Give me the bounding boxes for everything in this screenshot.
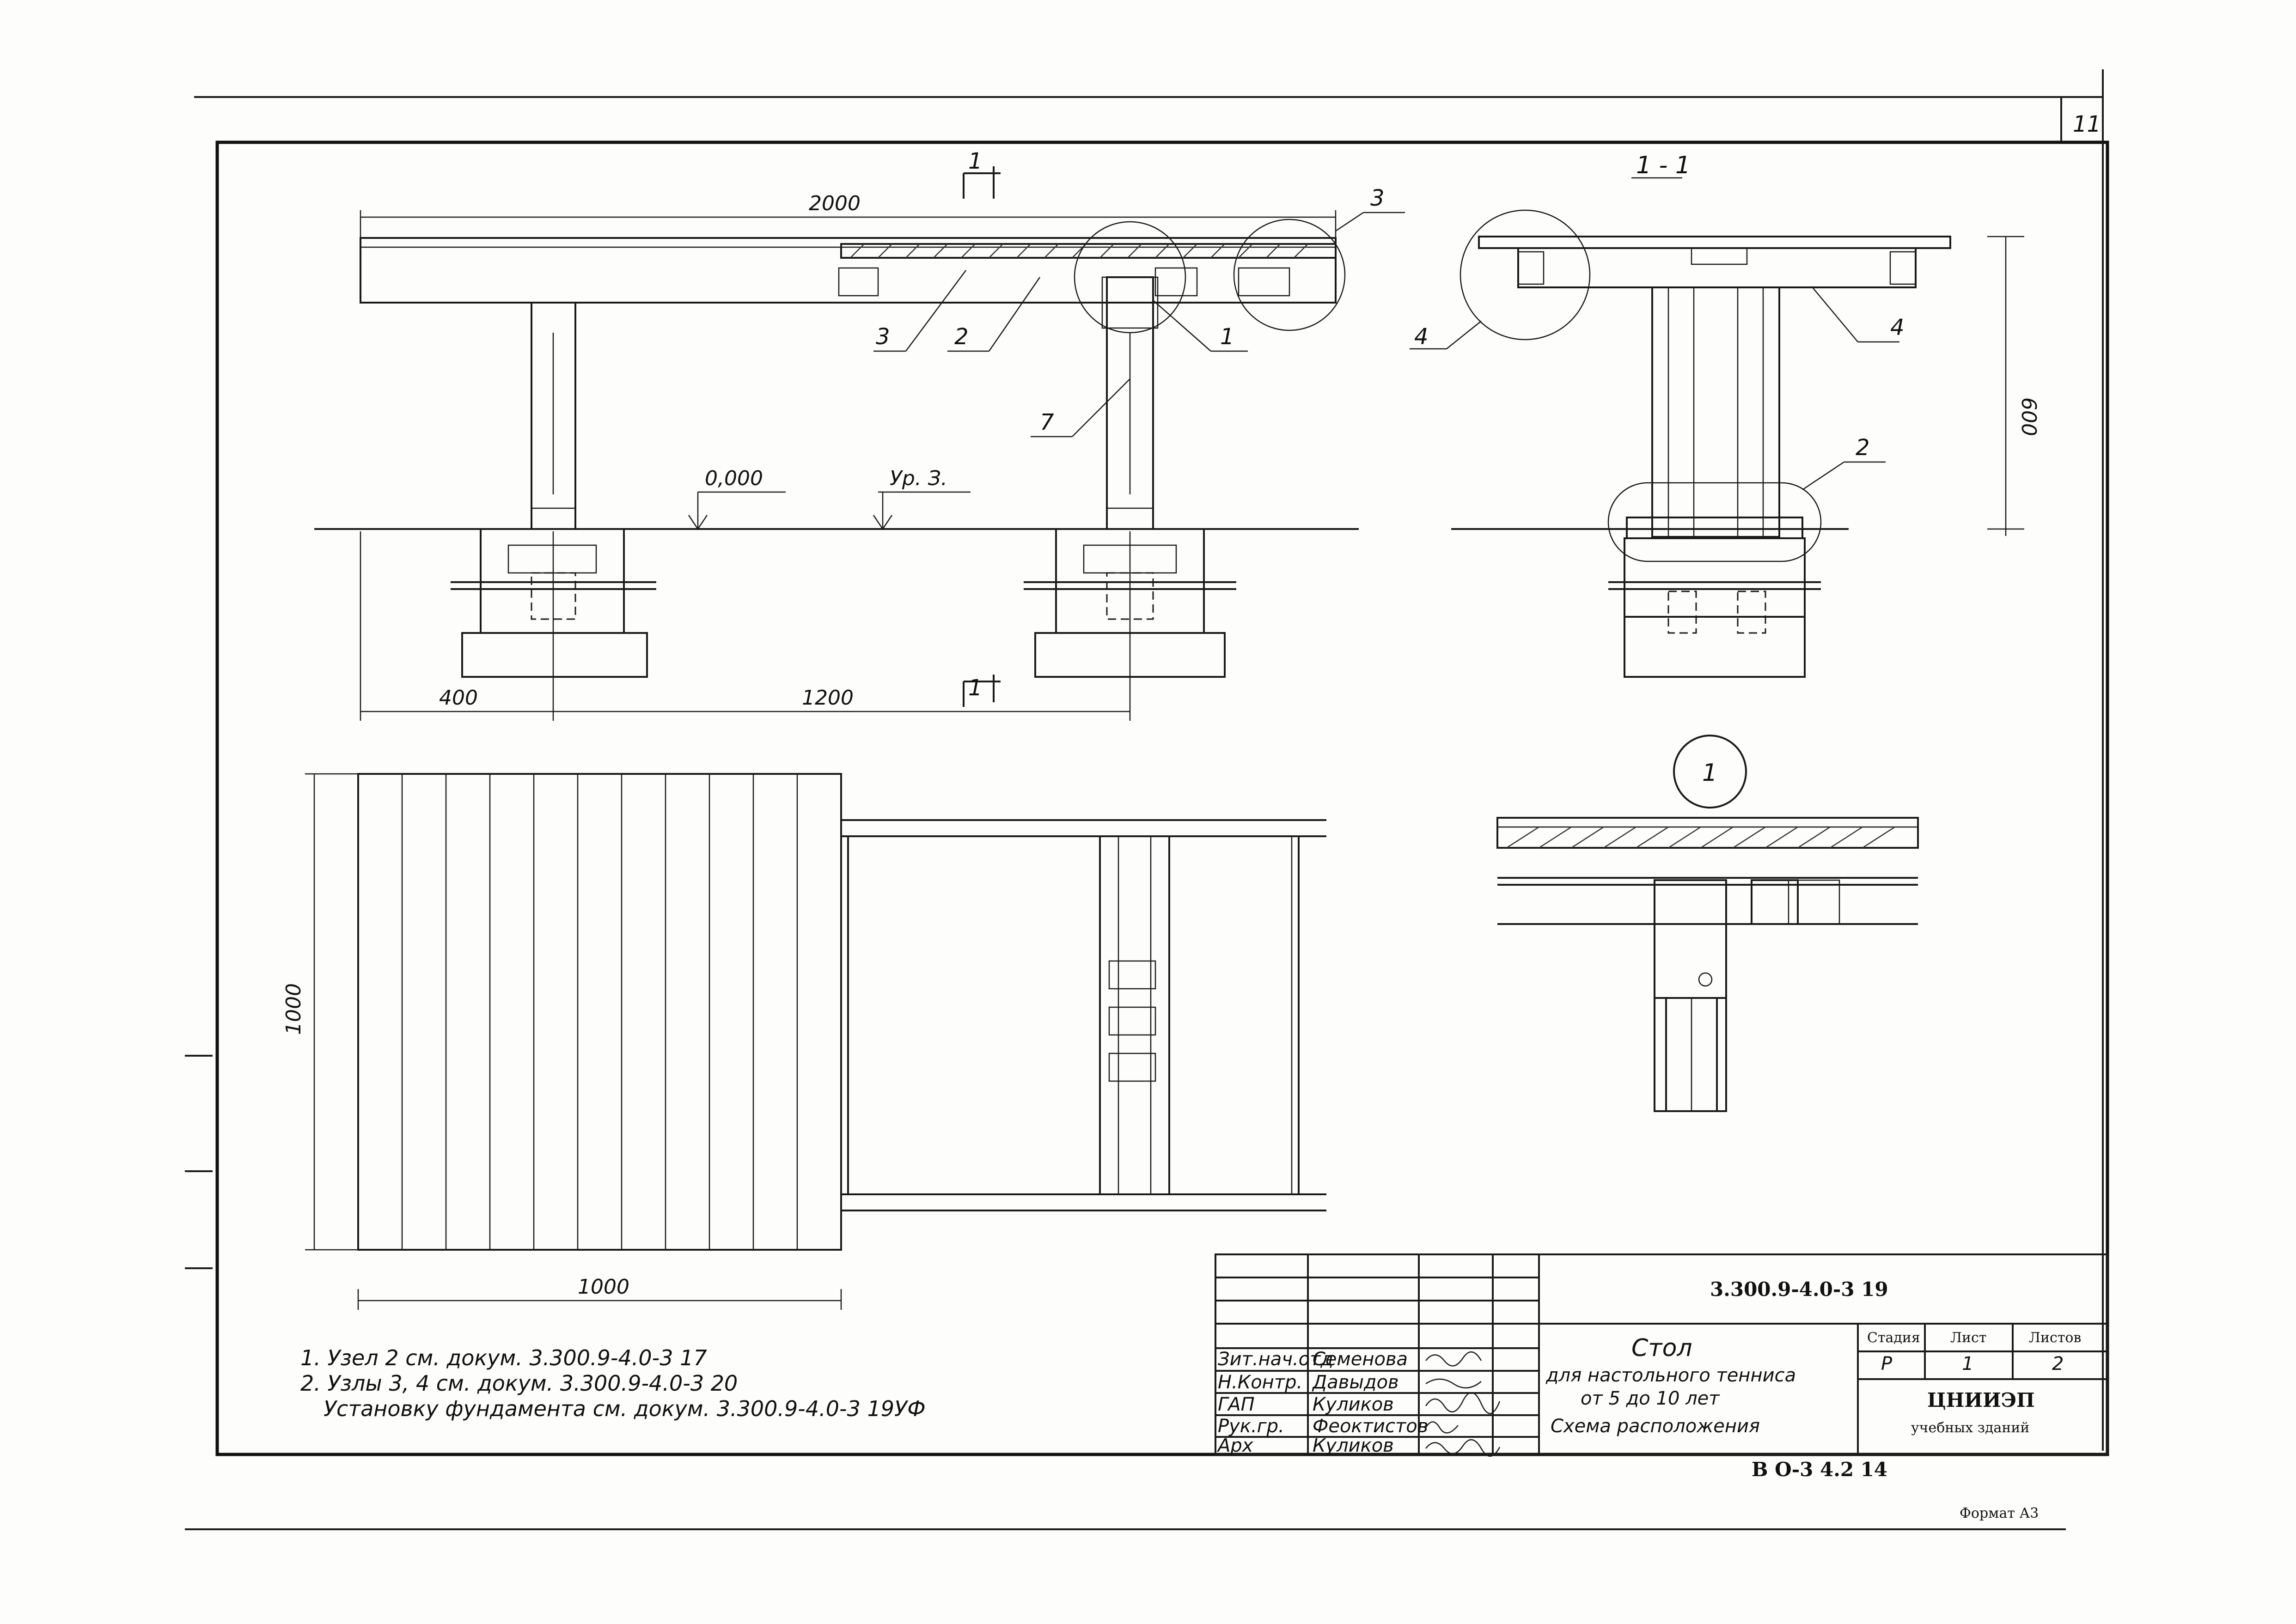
section-title: 1 - 1 (1636, 152, 1691, 179)
signatures (1425, 1351, 1501, 1457)
dim-total-length: 2000 (809, 192, 861, 215)
title-line-4: Схема расположения (1551, 1416, 1760, 1437)
title-block (1215, 1253, 2108, 1455)
section-mark-bottom: 1 (968, 675, 983, 701)
sheet-value: 1 (1962, 1353, 1973, 1375)
name-5: Куликов (1313, 1435, 1394, 1456)
callout-4-left: 4 (1414, 324, 1429, 350)
name-3: Куликов (1313, 1394, 1394, 1415)
stage-header: Стадия (1867, 1330, 1920, 1346)
note-3: Установку фундамента см. докум. 3.300.9-… (324, 1396, 926, 1421)
title-line-2: для настольного тенниса (1545, 1365, 1796, 1386)
section-view (1410, 177, 2024, 678)
callout-2: 2 (954, 324, 969, 350)
callout-2-section: 2 (1856, 435, 1870, 461)
dim-table-height: 600 (2017, 397, 2040, 436)
role-1: Зит.нач.отд (1218, 1349, 1333, 1370)
role-5: Арх (1216, 1435, 1253, 1456)
archive-code: В О-3 4.2 14 (1752, 1458, 1887, 1481)
org-name: ЦНИИЭП (1927, 1389, 2035, 1411)
note-2: 2. Узлы 3, 4 см. докум. 3.300.9-4.0-3 20 (300, 1371, 738, 1396)
dim-plan-width: 1000 (578, 1275, 629, 1299)
section-mark-top: 1 (968, 148, 983, 174)
dim-left-offset: 400 (439, 686, 478, 710)
stage-value: Р (1881, 1353, 1893, 1375)
doc-code: 3.300.9-4.0-3 19 (1710, 1278, 1888, 1301)
role-3: ГАП (1218, 1394, 1255, 1415)
detail-label: 1 (1702, 759, 1717, 787)
name-2: Давыдов (1312, 1372, 1399, 1393)
callout-4-right: 4 (1890, 315, 1905, 341)
sheet-number: 11 (2073, 111, 2101, 137)
elevation-view (314, 166, 1405, 721)
sheets-header: Листов (2029, 1330, 2081, 1346)
level-zero-mark: 0,000 (705, 467, 763, 490)
sheets-value: 2 (2052, 1353, 2064, 1375)
name-4: Феоктистов (1313, 1416, 1428, 1437)
title-line-3: от 5 до 10 лет (1581, 1388, 1720, 1409)
level-ground-mark: Ур. З. (890, 467, 947, 490)
title-line-1: Стол (1631, 1334, 1692, 1362)
note-1: 1. Узел 2 см. докум. 3.300.9-4.0-3 17 (300, 1345, 707, 1370)
role-4: Рук.гр. (1218, 1416, 1284, 1437)
dim-plan-depth: 1000 (282, 983, 305, 1035)
org-subtitle: учебных зданий (1911, 1420, 2029, 1436)
dim-leg-spacing: 1200 (802, 686, 854, 710)
role-2: Н.Контр. (1218, 1372, 1302, 1393)
name-1: Семенова (1313, 1349, 1408, 1370)
callout-1: 1 (1220, 324, 1234, 350)
callout-3-left: 3 (876, 324, 890, 350)
sheet-header: Лист (1950, 1330, 1986, 1346)
callout-7: 7 (1040, 409, 1054, 435)
sheet-frame (185, 69, 2109, 1530)
detail-view (1496, 735, 1919, 1112)
plan-view (305, 773, 1326, 1310)
format-label: Формат А3 (1960, 1505, 2039, 1521)
callout-3-right: 3 (1370, 185, 1385, 211)
